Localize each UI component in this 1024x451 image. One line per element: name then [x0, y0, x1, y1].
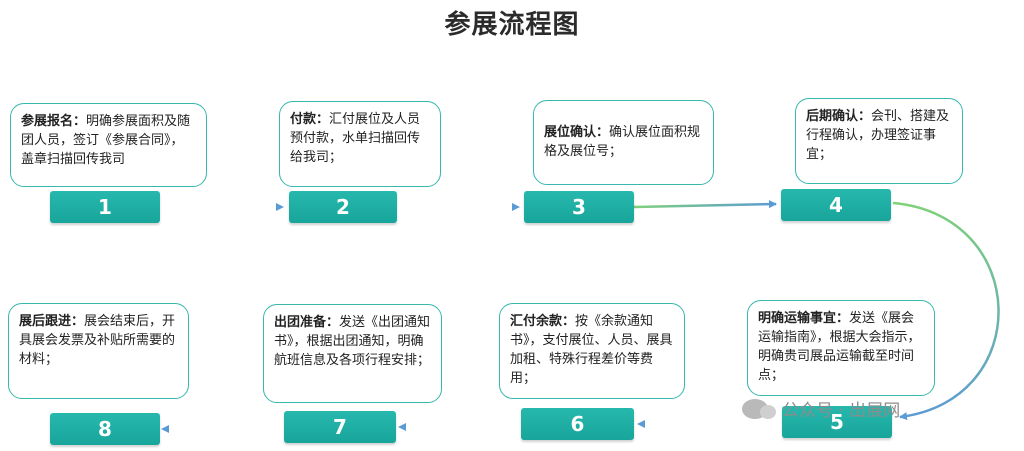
step-1-text: 明确参展面积及随团人员，签订《参展合同》，盖章扫描回传我司 — [21, 114, 191, 167]
step-8-text: 展会结束后，开具展会发票及补贴所需要的材料； — [19, 314, 176, 367]
step-4-card: 后期确认：会刊、搭建及行程确认，办理签证事宜； — [795, 98, 963, 184]
diagram-title: 参展流程图 — [444, 10, 580, 40]
step-2-label: 付款： — [290, 112, 330, 127]
step-8-card: 展后跟进：展会结束后，开具展会发票及补贴所需要的材料； — [8, 303, 189, 399]
step-4-label: 后期确认： — [806, 109, 872, 124]
step-6-label: 汇付余款： — [510, 314, 576, 329]
step-1-label: 参展报名： — [21, 114, 87, 129]
step-7-number: 7 — [284, 411, 396, 443]
arrow-3-4 — [632, 200, 777, 209]
step-3-card: 展位确认：确认展位面积规格及展位号； — [533, 100, 714, 185]
step-3-text: 确认展位面积规格及展位号； — [544, 125, 701, 159]
arrow-4-5 — [892, 201, 1000, 421]
step-2-number: 2 — [289, 191, 397, 223]
step-5-card: 明确运输事宜：发送《展会运输指南》，根据大会指示，明确贵司展品运输截至时间点； — [747, 300, 935, 396]
step-4-text: 会刊、搭建及行程确认，办理签证事宜； — [806, 109, 950, 162]
step-5-text: 发送《展会运输指南》，根据大会指示，明确贵司展品运输截至时间点； — [758, 311, 921, 383]
step-1-card: 参展报名：明确参展面积及随团人员，签订《参展合同》，盖章扫描回传我司 — [10, 103, 207, 187]
step-1-number: 1 — [50, 191, 160, 223]
step-7-text: 发送《出团通知书》，根据出团通知，明确航班信息及各项行程安排； — [274, 315, 431, 368]
watermark-text: 公众号 · 出展网 — [782, 401, 901, 421]
step-5-label: 明确运输事宜： — [758, 311, 850, 326]
wechat-icon — [742, 398, 776, 419]
step-8-number: 8 — [50, 413, 160, 445]
step-2-text: 汇付展位及人员预付款，水单扫描回传给我司； — [290, 112, 421, 165]
step-8-label: 展后跟进： — [19, 314, 85, 329]
step-4-number: 4 — [781, 189, 891, 221]
step-6-number: 6 — [521, 408, 634, 440]
step-3-number: 3 — [524, 191, 634, 223]
step-2-card: 付款：汇付展位及人员预付款，水单扫描回传给我司； — [279, 101, 441, 187]
step-3-label: 展位确认： — [544, 125, 610, 140]
step-5-number: 5 — [782, 406, 892, 438]
step-7-label: 出团准备： — [274, 315, 340, 330]
step-6-card: 汇付余款：按《余款通知书》，支付展位、人员、展具加租、特殊行程差价等费用； — [499, 303, 685, 399]
step-6-text: 按《余款通知书》，支付展位、人员、展具加租、特殊行程差价等费用； — [510, 314, 673, 386]
watermark: 公众号 · 出展网 — [742, 396, 900, 421]
step-7-card: 出团准备：发送《出团通知书》，根据出团通知，明确航班信息及各项行程安排； — [263, 304, 442, 403]
